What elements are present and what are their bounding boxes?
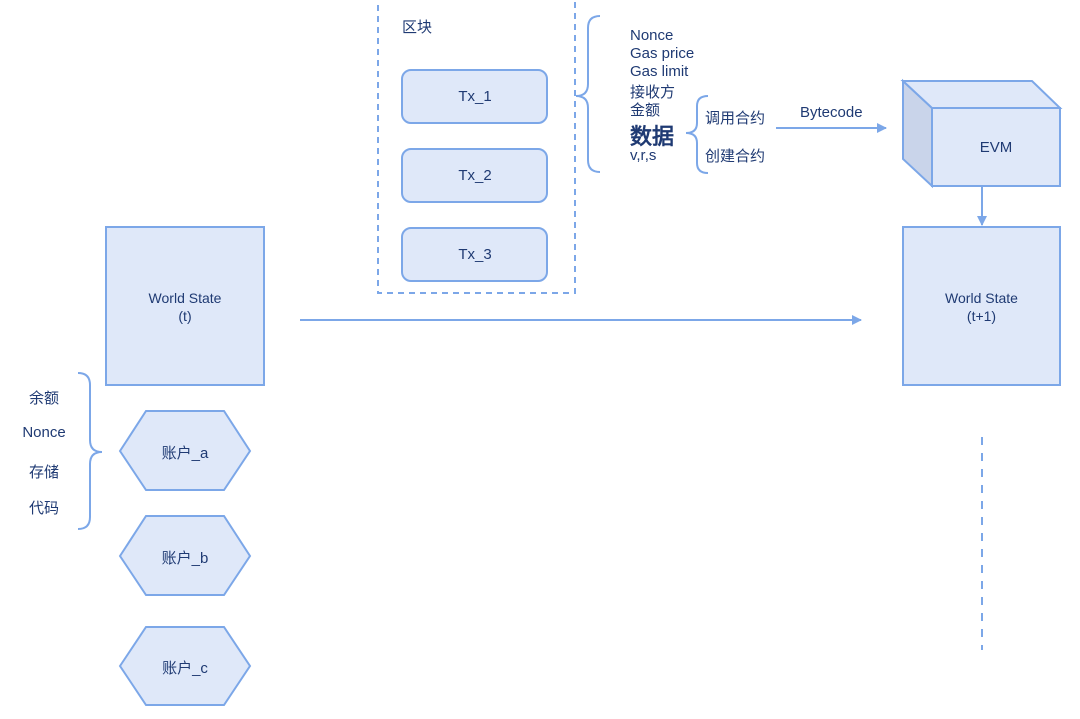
tx-2-box — [401, 148, 548, 203]
tx-2-label: Tx_2 — [458, 167, 492, 184]
account-fields-brace — [77, 372, 103, 530]
tx-field-vrs: v,r,s — [630, 147, 657, 164]
world-state-t-sub: (t) — [178, 308, 192, 324]
world-state-t1-text: World State (t+1) — [903, 289, 1060, 325]
account-b-label: 账户_b — [161, 550, 209, 567]
tx-fields-brace — [575, 15, 601, 173]
tx-field-recipient: 接收方 — [630, 84, 676, 101]
account-field-storage: 存储 — [28, 464, 60, 481]
tx-field-amount: 金额 — [630, 102, 661, 119]
tx-field-nonce: Nonce — [630, 27, 674, 44]
account-c-label: 账户_c — [162, 660, 208, 677]
create-contract-label: 创建合约 — [705, 148, 766, 165]
tx-3-label: Tx_3 — [458, 246, 492, 263]
account-c-hexagon — [118, 626, 252, 706]
call-contract-label: 调用合约 — [705, 110, 766, 127]
tx-3-box — [401, 227, 548, 282]
world-state-t-box — [105, 226, 265, 386]
account-field-balance: 余额 — [28, 390, 60, 407]
account-a-label: 账户_a — [161, 445, 209, 462]
tx-1-box — [401, 69, 548, 124]
block-container — [377, 0, 576, 294]
account-b-hexagon — [118, 515, 252, 596]
world-state-t-title: World State — [148, 290, 222, 306]
account-a-hexagon — [118, 410, 252, 491]
tx-1-label: Tx_1 — [458, 88, 492, 105]
bytecode-label: Bytecode — [800, 104, 863, 121]
block-label: 区块 — [402, 19, 433, 36]
tx-field-gas-limit: Gas limit — [630, 63, 689, 80]
data-brace — [685, 95, 709, 174]
world-state-t1-title: World State — [945, 290, 1018, 306]
world-state-t1-sub: (t+1) — [966, 308, 997, 324]
account-field-code: 代码 — [28, 500, 60, 517]
tx-field-gas-price: Gas price — [630, 45, 695, 62]
account-field-nonce: Nonce — [22, 424, 66, 441]
tx-field-data: 数据 — [630, 124, 675, 149]
evm-cube — [900, 78, 1063, 189]
evm-label: EVM — [979, 139, 1013, 156]
world-state-t-text: World State (t) — [106, 289, 264, 325]
world-state-t1-box — [902, 226, 1061, 386]
